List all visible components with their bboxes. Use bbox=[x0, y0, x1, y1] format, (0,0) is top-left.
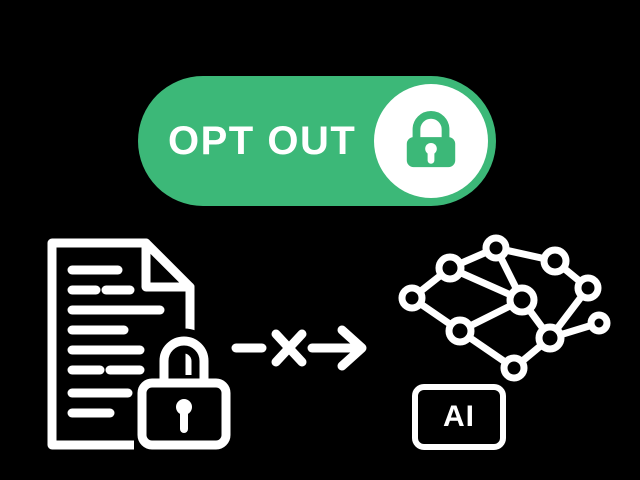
network-node bbox=[500, 354, 528, 382]
arrow-head bbox=[337, 325, 367, 371]
opt-out-label: OPT OUT bbox=[168, 118, 357, 163]
lock-icon bbox=[134, 328, 236, 455]
arrow-blocked-icon bbox=[231, 325, 367, 371]
network-nodes bbox=[398, 234, 611, 382]
lock-shackle bbox=[159, 336, 209, 388]
network-node bbox=[540, 246, 570, 276]
lock-badge-circle bbox=[374, 84, 488, 198]
network-node bbox=[535, 323, 565, 353]
neural-network-icon bbox=[398, 234, 611, 382]
network-node bbox=[506, 284, 538, 316]
document-text-lines bbox=[67, 265, 165, 418]
network-node bbox=[445, 316, 475, 346]
network-node bbox=[435, 253, 465, 283]
lock-icon bbox=[406, 111, 456, 168]
document-outline bbox=[47, 238, 195, 450]
lock-shackle bbox=[412, 111, 450, 142]
network-node bbox=[587, 311, 611, 335]
network-node bbox=[398, 284, 426, 312]
opt-out-pill-button[interactable]: OPT OUT bbox=[138, 76, 496, 206]
document-icon bbox=[47, 238, 236, 455]
network-node bbox=[482, 234, 510, 262]
block-cross-icon bbox=[271, 329, 307, 367]
ai-badge: AI bbox=[412, 384, 506, 450]
network-node bbox=[574, 274, 602, 302]
ai-badge-label: AI bbox=[443, 400, 475, 433]
document-fold-corner bbox=[141, 238, 195, 292]
